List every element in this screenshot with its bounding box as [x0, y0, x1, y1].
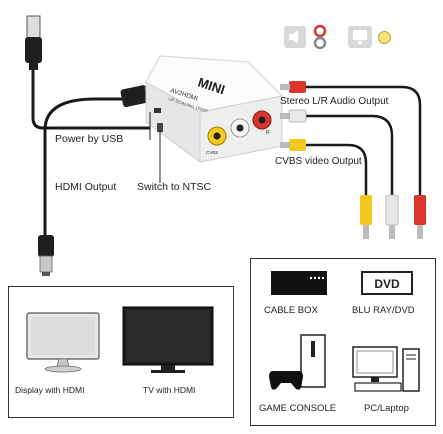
dvd-logo-icon: DVD: [361, 271, 413, 295]
r-port-label: R: [266, 130, 270, 136]
yellow-dot-icon: [378, 31, 391, 44]
hdmi-display: [25, 307, 103, 377]
pc-laptop-icon: [351, 345, 423, 395]
tv-with-hdmi-label: TV with HDMI: [143, 385, 196, 395]
switch-to-ntsc-label: Switch to NTSC: [137, 181, 212, 193]
monitor-icon: [348, 26, 372, 48]
output-displays-panel: Display with HDMI TV with HDMI: [8, 286, 234, 418]
hdmi-tv: [121, 303, 215, 377]
speaker-icon: [284, 26, 306, 48]
hdmi-cable: [38, 85, 158, 276]
cvbs-video-output-label: CVBS video Output: [275, 156, 362, 167]
cable-box-label: CABLE BOX: [264, 305, 318, 316]
blu-ray-dvd-label: BLU RAY/DVD: [352, 305, 415, 316]
cable-box-icon: [271, 271, 327, 295]
game-console-label: GAME CONSOLE: [259, 403, 337, 414]
usb-power-port: [154, 108, 161, 113]
stereo-audio-output-label: Stereo L/R Audio Output: [280, 96, 389, 107]
cvbs-port-label: CVBS: [206, 150, 218, 155]
hdmi-output-label: HDMI Output: [55, 181, 117, 193]
pc-laptop-label: PC/Laptop: [364, 403, 409, 414]
ntsc-switch: [157, 123, 163, 132]
usb-cable: [25, 15, 150, 130]
input-sources-panel: CABLE BOX DVD BLU RAY/DVD GAME CONSOLE P…: [250, 258, 436, 426]
game-console-icon: [265, 333, 329, 395]
power-by-usb-label: Power by USB: [55, 133, 124, 145]
rca-plug-icon: [312, 24, 328, 50]
av2hdmi-converter: MINI AV2HDMI UP SCALING 1080P CVBS R: [145, 55, 284, 163]
display-with-hdmi-label: Display with HDMI: [15, 385, 85, 395]
rca-cables: [280, 81, 426, 239]
